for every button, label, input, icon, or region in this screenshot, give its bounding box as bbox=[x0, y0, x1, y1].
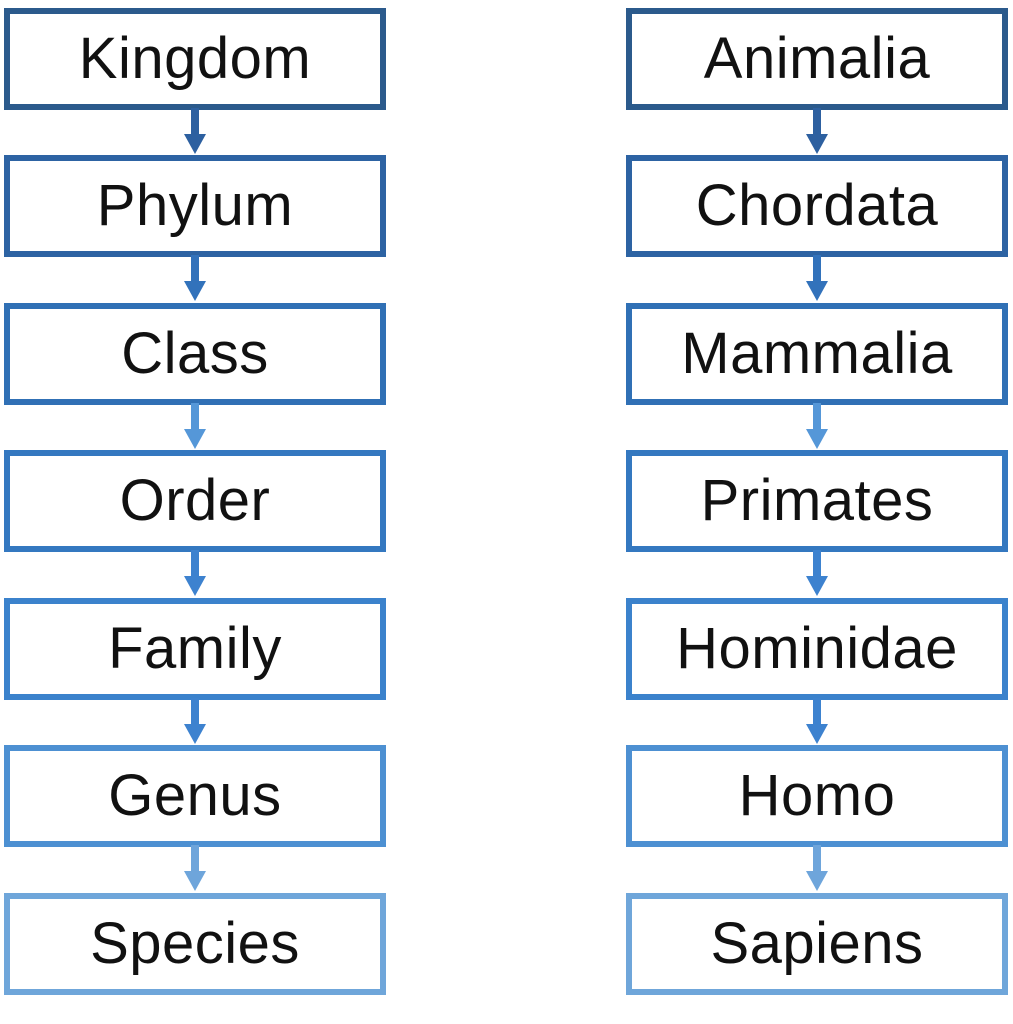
taxon-box-sapiens: Sapiens bbox=[626, 893, 1008, 995]
rank-label: Family bbox=[108, 616, 282, 681]
taxon-label: Mammalia bbox=[681, 321, 953, 386]
rank-box-order: Order bbox=[4, 450, 386, 552]
taxon-label: Primates bbox=[700, 468, 934, 533]
down-arrow-icon bbox=[806, 108, 828, 154]
rank-box-class: Class bbox=[4, 303, 386, 405]
down-arrow-icon bbox=[184, 255, 206, 301]
down-arrow-icon bbox=[806, 550, 828, 596]
down-arrow-icon bbox=[806, 698, 828, 744]
down-arrow-icon bbox=[184, 108, 206, 154]
rank-label: Order bbox=[119, 468, 271, 533]
rank-label: Kingdom bbox=[78, 26, 312, 91]
taxon-box-primates: Primates bbox=[626, 450, 1008, 552]
taxon-label: Hominidae bbox=[676, 616, 958, 681]
taxon-label: Sapiens bbox=[710, 911, 924, 976]
down-arrow-icon bbox=[184, 403, 206, 449]
rank-box-kingdom: Kingdom bbox=[4, 8, 386, 110]
down-arrow-icon bbox=[184, 698, 206, 744]
taxon-label: Homo bbox=[738, 763, 896, 828]
rank-box-phylum: Phylum bbox=[4, 155, 386, 257]
rank-label: Class bbox=[121, 321, 269, 386]
taxon-label: Chordata bbox=[695, 173, 939, 238]
rank-label: Phylum bbox=[96, 173, 294, 238]
taxon-box-chordata: Chordata bbox=[626, 155, 1008, 257]
down-arrow-icon bbox=[806, 255, 828, 301]
taxon-box-animalia: Animalia bbox=[626, 8, 1008, 110]
taxon-box-homo: Homo bbox=[626, 745, 1008, 847]
taxon-box-hominidae: Hominidae bbox=[626, 598, 1008, 700]
down-arrow-icon bbox=[806, 845, 828, 891]
taxon-box-mammalia: Mammalia bbox=[626, 303, 1008, 405]
rank-box-species: Species bbox=[4, 893, 386, 995]
down-arrow-icon bbox=[806, 403, 828, 449]
rank-label: Species bbox=[90, 911, 300, 976]
down-arrow-icon bbox=[184, 845, 206, 891]
down-arrow-icon bbox=[184, 550, 206, 596]
taxon-label: Animalia bbox=[703, 26, 931, 91]
rank-box-family: Family bbox=[4, 598, 386, 700]
rank-label: Genus bbox=[108, 763, 282, 828]
rank-box-genus: Genus bbox=[4, 745, 386, 847]
